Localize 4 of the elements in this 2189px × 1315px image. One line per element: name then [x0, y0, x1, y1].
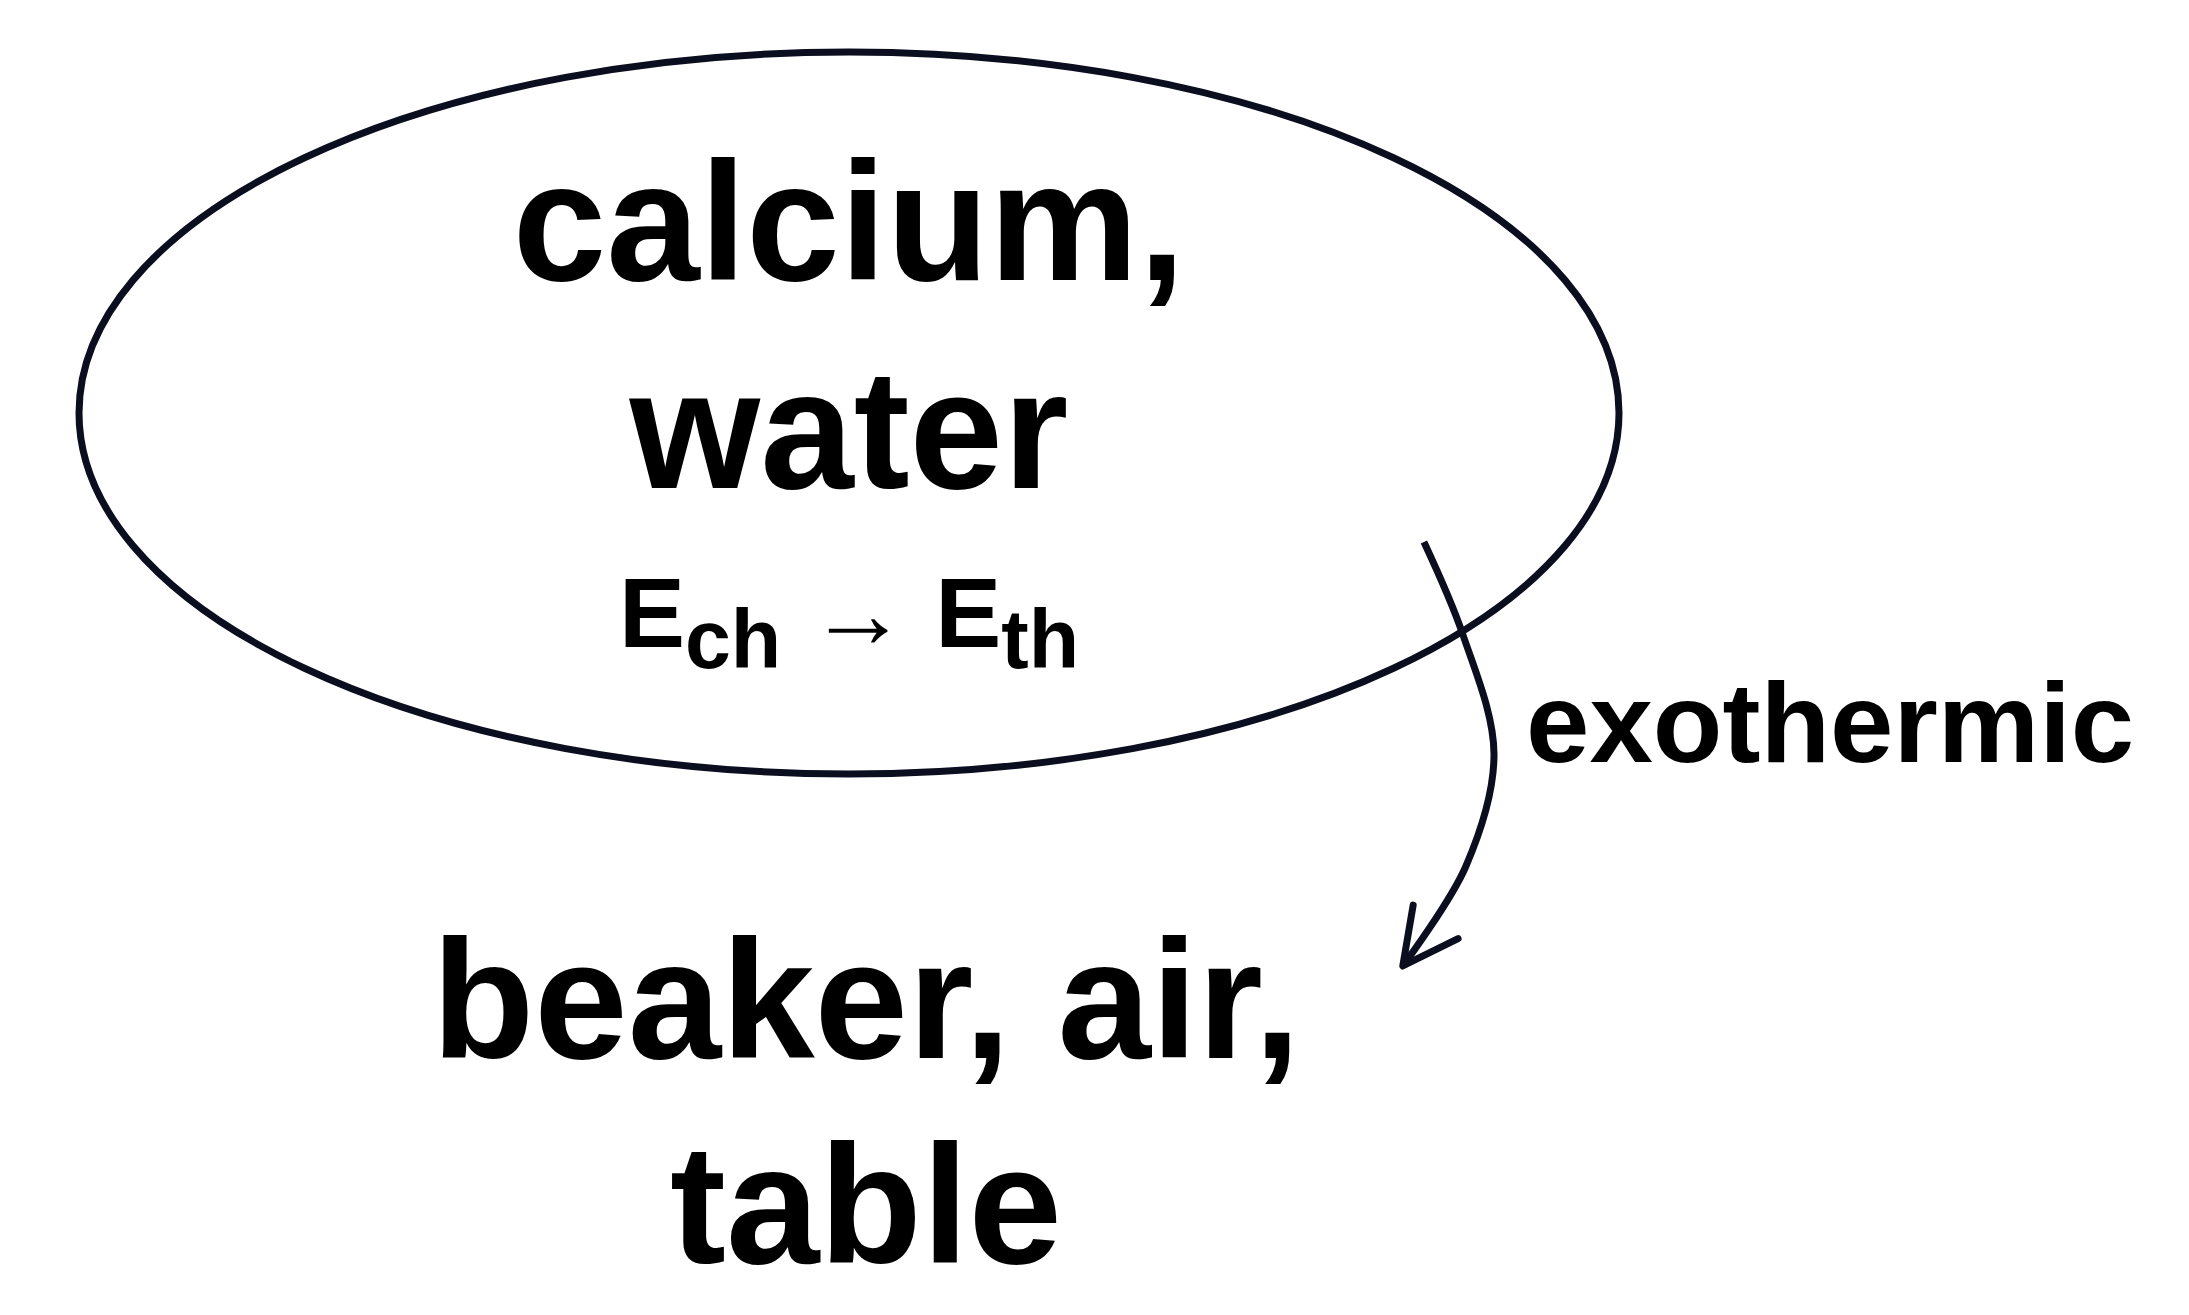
arrow — [1399, 540, 1498, 970]
energy-conversion-text: E$_{ch}$ → E$_{th}$ — [617, 556, 1081, 687]
surroundings-text: beaker, air, table — [430, 905, 1302, 1301]
reactants-text: calcium, water — [511, 127, 1187, 526]
